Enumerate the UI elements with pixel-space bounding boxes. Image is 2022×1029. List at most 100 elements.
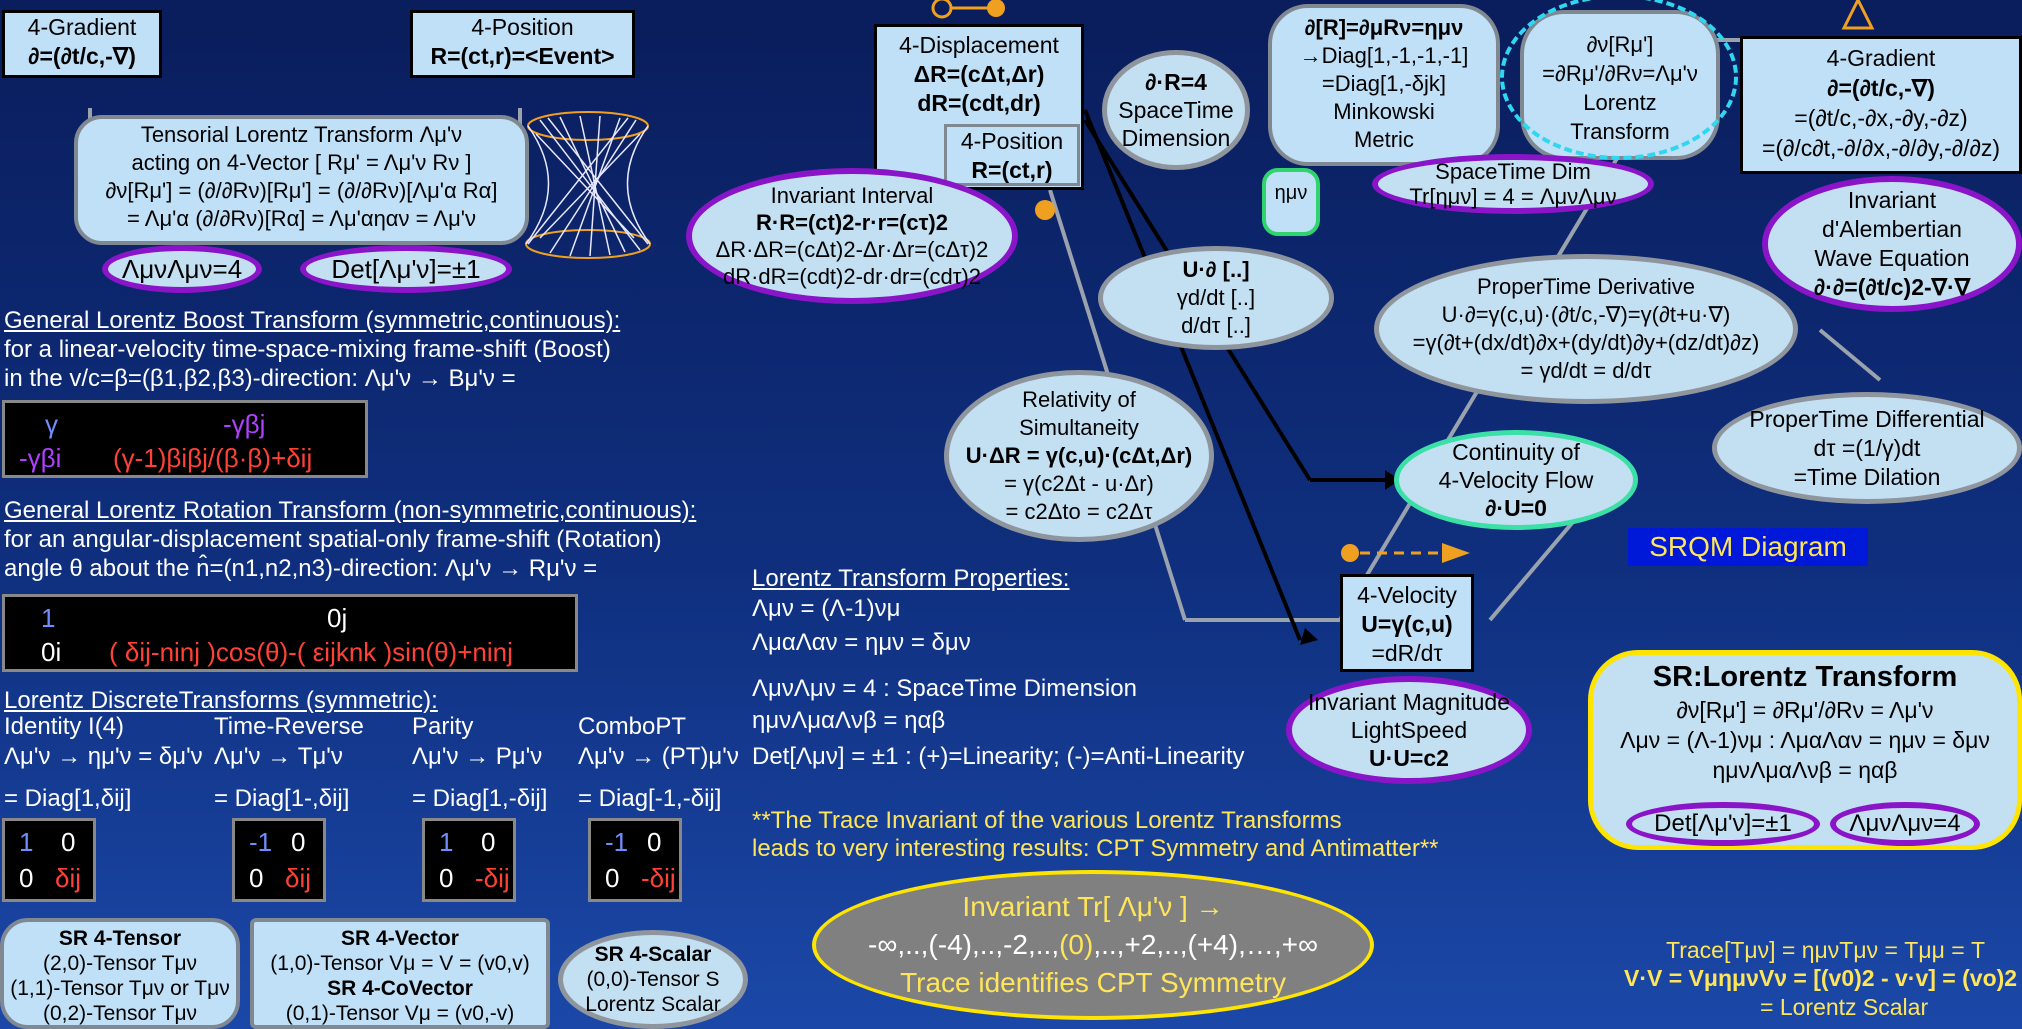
trace-seq-c: ,..,+2,..,(+4),…,+∞	[1093, 929, 1318, 960]
discrete-cell-2-b: 0	[481, 827, 496, 857]
trace-line-2: -∞,..,(-4),..,-2,..,(0),..,+2,..,(+4),…,…	[868, 926, 1318, 964]
ptdiff-line-3: =Time Dilation	[1793, 463, 1941, 490]
ptdiff-line-2: dτ =(1/γ)dt	[1813, 434, 1921, 461]
position2-formula: R=(ct,r)	[971, 157, 1053, 183]
position2-title: 4-Position	[960, 128, 1064, 154]
proper-time-differential-ellipse: ProperTime Differential dτ =(1/γ)dt =Tim…	[1712, 392, 2022, 504]
mag-line-2: LightSpeed	[1350, 717, 1468, 743]
gradient-title: 4-Gradient	[27, 14, 137, 40]
discrete-map-3: Λμ'ν → (PT)μ'ν	[578, 743, 739, 770]
ptd-line-3: = γd/dt = d/dτ	[1520, 358, 1652, 383]
op-line-3: d/dτ [..]	[1181, 313, 1251, 338]
discrete-diag-2: = Diag[1,-δij]	[412, 785, 548, 812]
relativity-simultaneity-ellipse: Relativity of Simultaneity U·ΔR = γ(c,u)…	[944, 370, 1214, 542]
discrete-name-1: Time-Reverse	[214, 713, 364, 740]
boost-m11: γ	[45, 409, 58, 439]
dim-line-3: Dimension	[1121, 125, 1231, 151]
lt-trace: ΛμνΛμν=4	[1849, 810, 1961, 837]
discrete-cell-1-d: δij	[285, 863, 312, 893]
discrete-cell-1-a: -1	[249, 827, 273, 857]
trace-line-3: Trace identifies CPT Symmetry	[900, 967, 1286, 998]
tensor-title: SR 4-Tensor	[58, 927, 182, 950]
note-line-1: **The Trace Invariant of the various Lor…	[752, 807, 1342, 834]
covector-title: SR 4-CoVector	[327, 977, 473, 1000]
op-line-1: U·∂ [..]	[1182, 257, 1250, 282]
dal-line-1: Invariant	[1847, 187, 1937, 213]
lambda-trace: ΛμνΛμν=4	[121, 254, 243, 284]
rel-line-4: = γ(c2Δt - u·Δr)	[1004, 471, 1154, 496]
dim-line-1: ∂·R=4	[1145, 69, 1207, 95]
rotation-m22: ( δij-ninj )cos(θ)-( εijknk )sin(θ)+ninj	[109, 637, 513, 667]
boost-m22: (γ-1)βiβj/(β·β)+δij	[113, 443, 313, 473]
rel-line-1: Relativity of	[1022, 387, 1136, 412]
eta-label: ημν	[1274, 182, 1308, 204]
proper-time-operator-ellipse: U·∂ [..] γd/dt [..] d/dτ [..]	[1098, 246, 1334, 350]
boost-m12: -γβj	[223, 409, 266, 439]
metric-line-4: Minkowski	[1333, 99, 1435, 124]
srqm-label: SRQM Diagram	[1628, 528, 1868, 566]
boost-line-2: in the v/c=β=(β1,β2,β3)-direction: Λμ'ν …	[4, 365, 516, 392]
discrete-cell-2-d: -δij	[475, 863, 510, 893]
ptd-line-1: U·∂=γ(c,u)·(∂t/c,-∇)=γ(∂t+u·∇)	[1441, 302, 1731, 327]
metric-line-3: =Diag[1,-δjk]	[1321, 71, 1447, 96]
rotation-line-2: angle θ about the n̂=(n1,n2,n3)-directio…	[4, 555, 598, 582]
scalar-title: SR 4-Scalar	[594, 943, 712, 966]
rotation-line-1: for an angular-displacement spatial-only…	[4, 526, 662, 553]
trace-line-1: Invariant Tr[ Λμ'ν ] →	[962, 891, 1224, 922]
trace-seq-zero: (0)	[1059, 929, 1094, 960]
dal-line-4: ∂·∂=(∂t/c)2-∇·∇	[1813, 274, 1971, 300]
ptdiff-line-1: ProperTime Differential	[1749, 405, 1985, 432]
discrete-diag-3: = Diag[-1,-δij]	[578, 785, 722, 812]
discrete-diag-1: = Diag[1-,δij]	[214, 785, 350, 812]
boost-m21: -γβi	[19, 443, 62, 473]
discrete-map-2: Λμ'ν → Pμ'ν	[412, 743, 543, 770]
covector-line-1: (0,1)-Tensor Vμ = (v0,-v)	[285, 1002, 515, 1025]
interval-line-2: ΔR·ΔR=(cΔt)2-Δr·Δr=(cΔτ)2	[715, 237, 989, 262]
grad-right-line-1: ∂=(∂t/c,-∇)	[1827, 75, 1935, 101]
spacetime-dimension-ellipse: ∂·R=4 SpaceTime Dimension	[1102, 50, 1250, 170]
position-box-center: 4-Position R=(ct,r)	[944, 124, 1080, 186]
lt-line-3: ημνΛμαΛνβ = ηαβ	[1712, 757, 1898, 783]
dalembertian-ellipse: Invariant d'Alembertian Wave Equation ∂·…	[1762, 176, 2022, 312]
properties-heading: Lorentz Transform Properties:	[752, 565, 1070, 592]
discrete-name-0: Identity I(4)	[4, 713, 125, 740]
proper-time-derivative-ellipse: ProperTime Derivative U·∂=γ(c,u)·(∂t/c,-…	[1374, 254, 1798, 404]
invariant-interval-ellipse: Invariant Interval R·R=(ct)2-r·r=(cτ)2 Δ…	[686, 168, 1018, 304]
interval-line-1: R·R=(ct)2-r·r=(cτ)2	[756, 210, 948, 235]
trace-seq-a: -∞,..,(-4),..,-2,..,	[868, 929, 1060, 960]
position-title: 4-Position	[471, 14, 574, 40]
discrete-diag-0: = Diag[1,δij]	[4, 785, 132, 812]
lt-line-2: Λμν = (Λ-1)νμ : ΛμαΛαν = ημν = δμν	[1620, 727, 1990, 753]
vel-line-1: U=γ(c,u)	[1361, 611, 1453, 637]
rotation-heading: General Lorentz Rotation Transform (non-…	[4, 497, 697, 524]
metric-line-2: →Diag[1,-1,-1,-1]	[1299, 43, 1469, 68]
cont-line-2: 4-Velocity Flow	[1438, 467, 1594, 493]
vector-line-1: (1,0)-Tensor Vμ = V = (v0,v)	[270, 952, 530, 975]
continuity-ellipse: Continuity of 4-Velocity Flow ∂·U=0	[1394, 430, 1638, 530]
dal-line-3: Wave Equation	[1814, 245, 1970, 271]
rel-line-3: U·ΔR = γ(c,u)·(cΔt,Δr)	[965, 443, 1193, 468]
rotation-matrix: 1 0j 0i ( δij-ninj )cos(θ)-( εijknk )sin…	[2, 594, 578, 672]
boost-heading: General Lorentz Boost Transform (symmetr…	[4, 307, 621, 334]
boost-line-1: for a linear-velocity time-space-mixing …	[4, 336, 611, 363]
lt-line-1: ∂ν[Rμ'] = ∂Rμ'/∂Rν = Λμ'ν	[1676, 697, 1934, 723]
hyperboloid-icon	[525, 111, 651, 259]
scalar-ellipse: SR 4-Scalar (0,0)-Tensor S Lorentz Scala…	[558, 930, 748, 1029]
discrete-cell-2-a: 1	[439, 827, 454, 857]
position-box-left: 4-Position R=(ct,r)=<Event>	[410, 10, 635, 78]
spacetime-dim-ellipse: SpaceTime Dim Tr[ημν] = 4 = ΛμνΛμν	[1372, 154, 1654, 214]
discrete-map-0: Λμ'ν → ημ'ν = δμ'ν	[4, 743, 203, 770]
discrete-cell-2-c: 0	[439, 863, 454, 893]
discrete-name-2: Parity	[412, 713, 474, 740]
tensor-line-3: (0,2)-Tensor Tμν	[42, 1002, 198, 1025]
gradient-formula: ∂=(∂t/c,-∇)	[28, 43, 136, 69]
det-label: Det[Λμ'ν]=±1	[331, 254, 481, 284]
tensor-line-2: (1,1)-Tensor Tμν or Tμν	[10, 977, 230, 1000]
vel-title: 4-Velocity	[1357, 582, 1457, 608]
displacement-title: 4-Displacement	[899, 32, 1059, 58]
property-3: ΛμνΛμν = 4 : SpaceTime Dimension	[752, 675, 1137, 702]
discrete-name-3: ComboPT	[578, 713, 687, 740]
lt-det-ellipse: Det[Λμ'ν]=±1	[1626, 802, 1820, 846]
minkowski-metric-box: ∂[R]=∂μRν=ημν →Diag[1,-1,-1,-1] =Diag[1,…	[1268, 4, 1500, 166]
